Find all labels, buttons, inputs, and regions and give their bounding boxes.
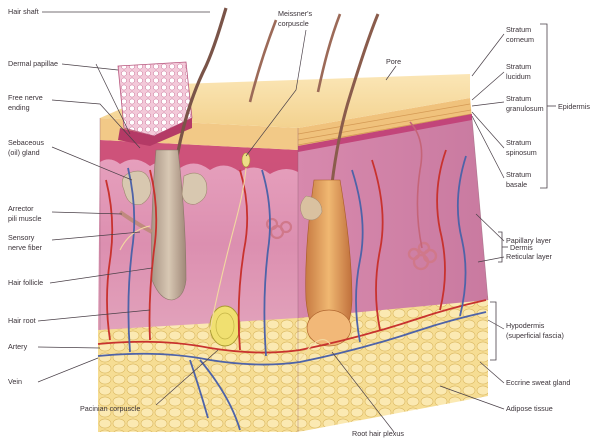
pacinian-corpuscle	[210, 306, 240, 346]
label-hair-follicle: Hair follicle	[8, 278, 43, 287]
label-arrector: Arrector	[8, 204, 34, 213]
label-epidermis: Epidermis	[558, 102, 590, 111]
label-basale-1: Stratum	[506, 170, 531, 179]
label-sensory: Sensory	[8, 233, 35, 242]
label-meissners-corpuscle: corpuscle	[278, 19, 309, 28]
label-meissners: Meissner's	[278, 9, 313, 18]
label-sensory-nerve: nerve fiber	[8, 243, 43, 252]
label-sebaceous-gland: (oil) gland	[8, 148, 40, 157]
label-corneum-1: Stratum	[506, 25, 531, 34]
label-eccrine-sweat-gland: Eccrine sweat gland	[506, 378, 570, 387]
label-hair-root: Hair root	[8, 316, 36, 325]
label-vein: Vein	[8, 377, 22, 386]
label-root-hair-plexus: Root hair plexus	[352, 429, 404, 438]
label-sebaceous: Sebaceous	[8, 138, 44, 147]
label-lucidum-2: lucidum	[506, 72, 531, 81]
label-dermis: Dermis	[510, 243, 533, 252]
label-spinosum-1: Stratum	[506, 138, 531, 147]
label-dermal-papillae: Dermal papillae	[8, 59, 58, 68]
label-adipose-tissue: Adipose tissue	[506, 404, 553, 413]
label-hypodermis: Hypodermis	[506, 321, 545, 330]
meissners-corpuscle	[242, 153, 250, 167]
label-corneum-2: corneum	[506, 35, 534, 44]
label-pacinian-corpuscle: Pacinian corpuscle	[80, 404, 140, 413]
label-spinosum-2: spinosum	[506, 148, 537, 157]
label-free-nerve: Free nerve	[8, 93, 43, 102]
label-granulosum-2: granulosum	[506, 104, 544, 113]
label-reticular-layer: Reticular layer	[506, 252, 553, 261]
label-free-nerve-ending: ending	[8, 103, 30, 112]
label-pore: Pore	[386, 57, 401, 66]
label-arrector-pili: pili muscle	[8, 214, 42, 223]
label-granulosum-1: Stratum	[506, 94, 531, 103]
label-hair-shaft: Hair shaft	[8, 7, 39, 16]
label-lucidum-1: Stratum	[506, 62, 531, 71]
label-superficial-fascia: (superficial fascia)	[506, 331, 564, 340]
label-basale-2: basale	[506, 180, 527, 189]
label-artery: Artery	[8, 342, 28, 351]
